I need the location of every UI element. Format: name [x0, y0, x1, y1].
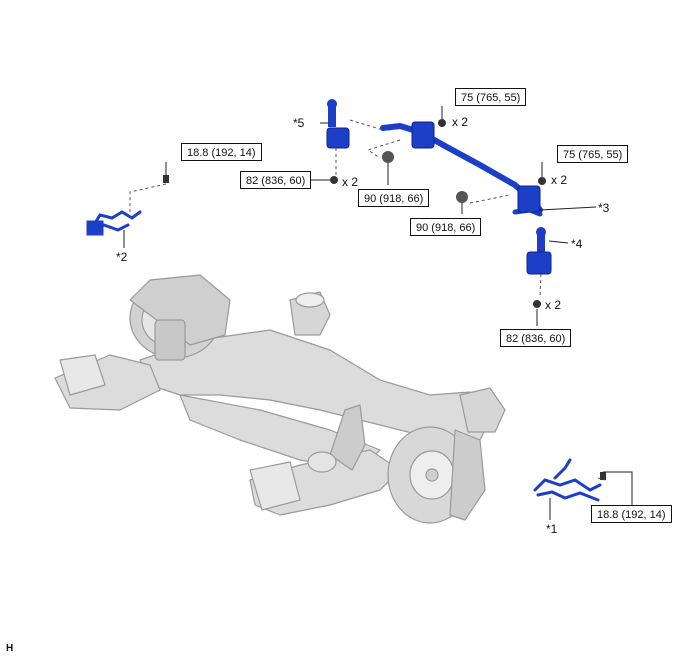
quantity-label: x 2: [342, 175, 359, 189]
quantity-label: x 2: [545, 298, 562, 312]
stabilizer-link-right: [526, 227, 552, 275]
stabilizer-link-left: [326, 99, 350, 149]
torque-spec-link-lower-right: 82 (836, 60): [500, 329, 572, 347]
callout-1: *1: [546, 522, 558, 536]
dashed-assembly-lines: [129, 119, 606, 481]
torque-spec-link-lower-left: 82 (836, 60): [240, 171, 312, 189]
sensor-harness-2: [86, 210, 142, 236]
rear-suspension-member: [54, 274, 506, 524]
callout-2: *2: [116, 250, 128, 264]
callout-3: *3: [598, 201, 610, 215]
callout-5: *5: [293, 116, 305, 130]
torque-spec-link-upper-left: 90 (918, 66): [358, 189, 430, 207]
leader-lines: [123, 106, 633, 520]
torque-spec-stabilizer-bracket-left: 75 (765, 55): [455, 88, 527, 106]
sensor-harness-1: [533, 458, 602, 502]
quantity-label: x 2: [452, 115, 469, 129]
stabilizer-bar: [380, 121, 543, 217]
callout-4: *4: [571, 237, 583, 251]
fasteners: [163, 119, 606, 480]
torque-spec-harness-bolt-right: 18.8 (192, 14): [591, 505, 672, 523]
torque-spec-harness-bolt-left: 18.8 (192, 14): [181, 143, 262, 161]
torque-spec-link-upper-right: 90 (918, 66): [410, 218, 482, 236]
quantity-label: x 2: [551, 173, 568, 187]
torque-spec-stabilizer-bracket-right: 75 (765, 55): [557, 145, 629, 163]
corner-mark: H: [6, 643, 14, 654]
